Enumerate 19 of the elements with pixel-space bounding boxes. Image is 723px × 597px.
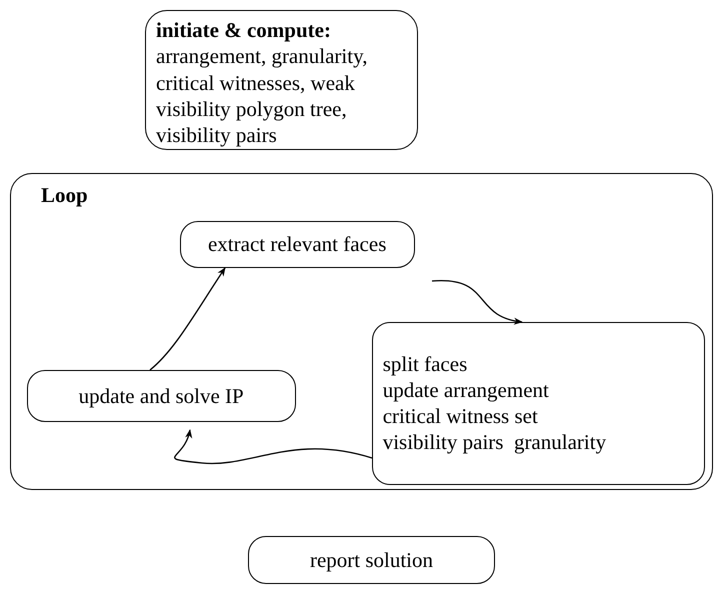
box-text: update and solve IP bbox=[78, 382, 244, 409]
box-text: arrangement, granularity, critical witnesses, weak visibility polygon tree, visibility pairs bbox=[156, 43, 368, 148]
box-heading: Loop bbox=[41, 182, 88, 208]
process-box bbox=[10, 173, 713, 490]
process-box bbox=[372, 322, 705, 485]
arrow bbox=[174, 429, 372, 464]
box-text: split faces bbox=[382, 350, 468, 377]
box-text: critical witness set bbox=[382, 403, 538, 430]
arrow bbox=[150, 267, 226, 370]
box-text: visibility pairs granularity bbox=[382, 429, 606, 456]
process-box bbox=[145, 10, 418, 150]
process-box bbox=[248, 536, 495, 584]
box-text: update arrangement bbox=[382, 376, 549, 404]
box-text: extract relevant faces bbox=[208, 231, 386, 258]
process-box bbox=[26, 370, 296, 422]
box-heading: initiate & compute: bbox=[156, 17, 331, 44]
process-box bbox=[180, 220, 415, 268]
arrow bbox=[432, 280, 523, 324]
box-text: report solution bbox=[310, 546, 434, 574]
